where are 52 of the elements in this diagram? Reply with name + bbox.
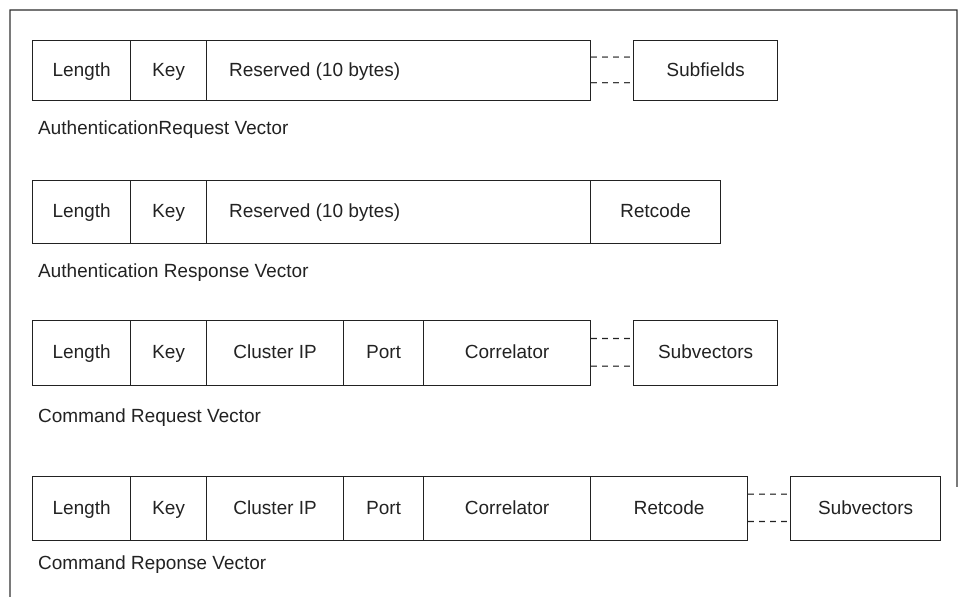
- field-cell: [590, 180, 721, 244]
- field-name: Length: [52, 60, 111, 82]
- field-name: Cluster IP: [233, 342, 317, 364]
- field-name: Subvectors: [818, 498, 914, 520]
- dashed-connector: [591, 56, 633, 58]
- field-cell: [423, 320, 591, 386]
- dashed-connector: [748, 494, 790, 495]
- field-cell: [206, 320, 344, 386]
- field-name: Reserved (10 bytes): [229, 60, 400, 82]
- vector-caption: Authentication Response Vector: [38, 261, 308, 283]
- vector-caption: Command Request Vector: [38, 406, 261, 428]
- field-cell: [206, 40, 591, 101]
- field-cell: [633, 40, 778, 101]
- field-cell: [32, 40, 131, 101]
- field-name: Retcode: [620, 201, 691, 223]
- field-cell: [130, 40, 207, 101]
- field-cell: [633, 320, 778, 386]
- field-name: Cluster IP: [233, 498, 317, 520]
- field-cell: [343, 476, 424, 541]
- field-name: Key: [152, 342, 185, 364]
- field-cell: [206, 180, 591, 244]
- field-cell: [130, 476, 207, 541]
- field-cell: [590, 476, 748, 541]
- field-name: Length: [52, 342, 111, 364]
- field-name: Key: [152, 498, 185, 520]
- field-name: Key: [152, 201, 185, 223]
- field-name: Subvectors: [658, 342, 754, 364]
- field-cell: [130, 180, 207, 244]
- dashed-connector: [748, 520, 790, 522]
- field-cell: [423, 476, 591, 541]
- field-name: Correlator: [464, 342, 550, 364]
- field-cell: [32, 476, 131, 541]
- field-cell: [206, 476, 344, 541]
- field-name: Length: [52, 498, 111, 520]
- field-cell: [343, 320, 424, 386]
- field-name: Retcode: [634, 498, 704, 520]
- field-name: Subfields: [666, 60, 745, 82]
- field-cell: [130, 320, 207, 386]
- field-cell: [790, 476, 941, 541]
- field-name: Length: [52, 201, 111, 223]
- dashed-connector: [591, 82, 633, 84]
- field-cell: [32, 180, 131, 244]
- field-name: Reserved (10 bytes): [229, 201, 400, 223]
- field-name: Port: [366, 498, 401, 520]
- dashed-connector: [591, 338, 633, 340]
- field-name: Correlator: [464, 498, 550, 520]
- field-name: Key: [152, 60, 185, 82]
- field-cell: [32, 320, 131, 386]
- vector-caption: Command Reponse Vector: [38, 553, 266, 575]
- field-name: Port: [366, 342, 401, 364]
- dashed-connector: [591, 366, 633, 367]
- vector-caption: AuthenticationRequest Vector: [38, 118, 288, 140]
